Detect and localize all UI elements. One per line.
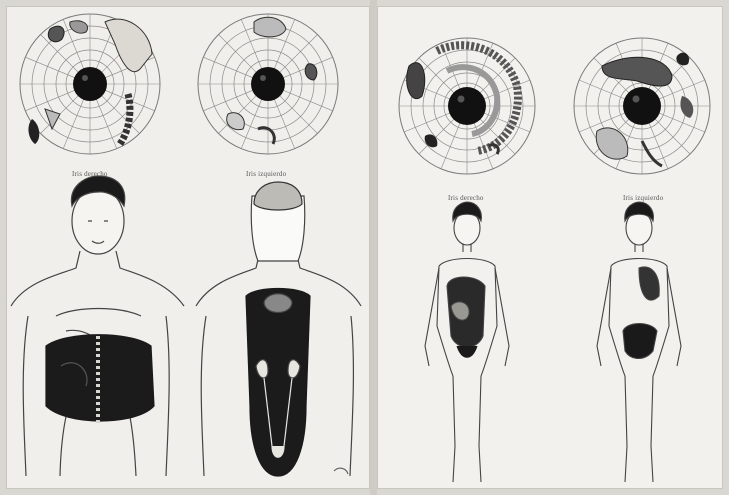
- female-figure-b: [597, 202, 681, 482]
- iris-chart-left: [198, 14, 338, 154]
- left-page: Iris derecho Iris izquierdo: [6, 6, 370, 489]
- male-figure-a: [11, 176, 184, 476]
- female-figure-a: [425, 202, 509, 482]
- caption-iris-right: Iris derecho: [72, 170, 108, 178]
- right-page-illustration: [377, 6, 723, 489]
- iris-chart-left-female: [574, 38, 710, 174]
- caption-iris-right-female: Iris derecho: [448, 194, 484, 202]
- book-gutter: [370, 0, 377, 495]
- left-page-illustration: [6, 6, 370, 489]
- caption-iris-left-female: Iris izquierdo: [623, 194, 663, 202]
- right-page: Iris derecho Iris izquierdo: [377, 6, 723, 489]
- iris-chart-right: [20, 14, 160, 154]
- male-figure-b: [196, 182, 361, 476]
- iris-chart-right-female: [399, 38, 535, 174]
- caption-iris-left: Iris izquierdo: [246, 170, 286, 178]
